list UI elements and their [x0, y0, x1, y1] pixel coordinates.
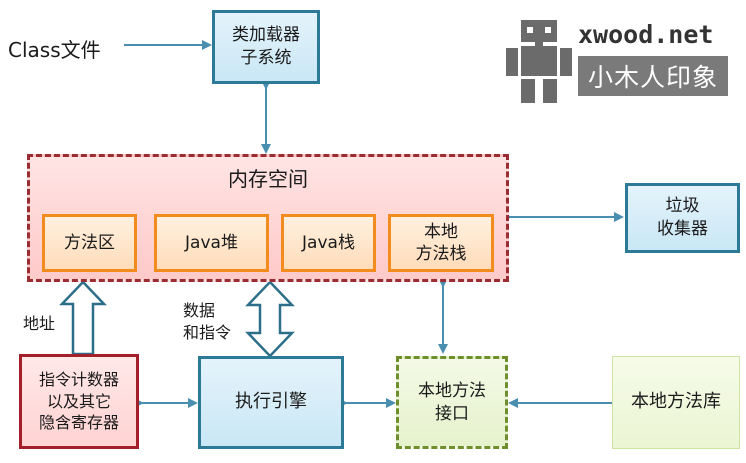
native-library-box: 本地方法库	[612, 356, 740, 449]
logo-name-banner: 小木人印象	[578, 56, 728, 96]
logo-name: 小木人印象	[587, 63, 718, 92]
garbage-collector-box: 垃圾 收集器	[625, 183, 740, 253]
class-loader-box: 类加载器 子系统	[212, 10, 320, 84]
java-heap: Java堆	[154, 214, 269, 272]
memory-space-title: 内存空间	[228, 167, 308, 191]
logo: xwood.net 小木人印象	[502, 18, 734, 104]
method-area: 方法区	[42, 214, 137, 272]
address-label: 地址	[23, 314, 56, 333]
data-instruction-label: 数据 和指令	[183, 301, 232, 342]
address-arrow	[59, 280, 107, 356]
class-file-label: Class文件	[8, 38, 101, 62]
pc-register-box: 指令计数器 以及其它 隐含寄存器	[19, 354, 139, 449]
native-interface-box: 本地方法 接口	[396, 356, 508, 449]
data-instruction-arrow	[245, 280, 295, 358]
execution-engine-box: 执行引擎	[198, 356, 344, 449]
memory-space: 内存空间 方法区 Java堆 Java栈 本地 方法栈	[27, 154, 509, 282]
java-stack: Java栈	[281, 214, 376, 272]
logo-site: xwood.net	[578, 20, 714, 49]
robot-icon	[506, 20, 572, 103]
native-method-stack: 本地 方法栈	[388, 214, 494, 272]
